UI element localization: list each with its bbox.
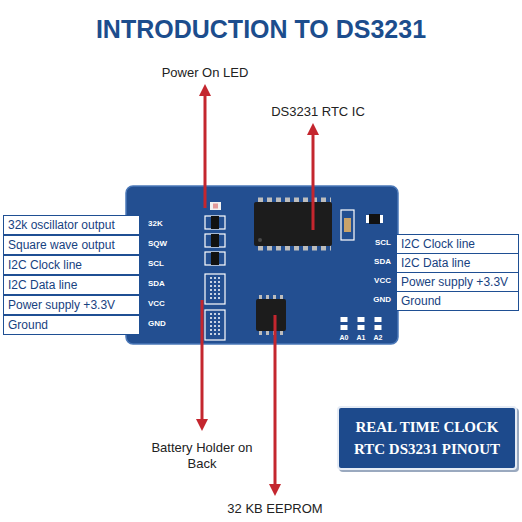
callout-arrow xyxy=(312,133,315,230)
resistor-symbol xyxy=(211,252,219,265)
callout-label: DS3231 RTC IC xyxy=(271,104,365,120)
box-text: Ground xyxy=(401,294,441,309)
led-lens xyxy=(213,204,218,209)
connector-pads xyxy=(218,313,220,337)
connector-pads xyxy=(210,277,212,301)
connector-pads xyxy=(210,313,212,337)
callout-arrow xyxy=(274,315,277,485)
connector-outline xyxy=(205,310,225,340)
resistor-outline xyxy=(205,234,225,247)
resistor-outline xyxy=(205,252,225,265)
box-text: Ground xyxy=(8,318,48,333)
pin-name: SDA xyxy=(148,279,165,289)
eeprom-chip xyxy=(256,299,286,331)
pin-description-box: I2C Data line xyxy=(3,275,140,295)
box-text: 32k oscillator output xyxy=(8,218,115,233)
address-pin-name: A0 xyxy=(340,334,349,342)
address-pad xyxy=(358,325,365,330)
led-body xyxy=(210,202,221,210)
box-text: Power supply +3.3V xyxy=(8,298,115,313)
callout-label: Battery Holder on Back xyxy=(150,440,254,472)
connector-pads xyxy=(218,277,220,301)
pin-description-box: Ground xyxy=(3,315,140,335)
arrow-head xyxy=(196,419,208,431)
resistor-symbol xyxy=(211,216,219,229)
pin-name: GND xyxy=(373,295,391,305)
callout-arrow xyxy=(201,300,204,420)
pin-name: SCL xyxy=(375,238,391,248)
title-badge: REAL TIME CLOCKRTC DS3231 PINOUT xyxy=(337,406,517,470)
connector-pads xyxy=(214,313,216,337)
callout-label: Power On LED xyxy=(162,65,249,81)
pin-description-box: 32k oscillator output xyxy=(3,215,140,235)
address-pad xyxy=(341,317,348,322)
capacitor-symbol xyxy=(344,218,351,232)
pin-description-box: I2C Clock line xyxy=(3,255,140,275)
resistor-symbol xyxy=(211,234,219,247)
pin-description-box: I2C Data line xyxy=(396,253,519,273)
pin1-mark xyxy=(258,238,262,242)
eeprom-pins xyxy=(259,295,285,299)
address-pad xyxy=(358,317,365,322)
capacitor-outline xyxy=(341,210,354,240)
callout-label: 32 KB EEPROM xyxy=(227,501,322,517)
pin-name: GND xyxy=(148,319,166,329)
pin-name: 32K xyxy=(148,219,163,229)
box-text: I2C Clock line xyxy=(8,258,82,273)
pin-name: SQW xyxy=(148,239,167,249)
pin-name: SCL xyxy=(148,259,164,269)
pin-name: VCC xyxy=(374,276,391,286)
circuit-board xyxy=(126,186,398,344)
component-pad xyxy=(380,215,383,223)
arrow-head xyxy=(199,84,211,96)
pin-name: VCC xyxy=(148,299,165,309)
address-pad xyxy=(375,317,382,322)
box-text: Power supply +3.3V xyxy=(401,275,508,290)
address-pad xyxy=(341,325,348,330)
address-pin-name: A2 xyxy=(374,334,383,342)
pin-description-box: I2C Clock line xyxy=(396,234,519,254)
box-text: I2C Data line xyxy=(401,256,470,271)
pin-description-box: Power supply +3.3V xyxy=(396,272,519,292)
eeprom-pins xyxy=(259,331,285,335)
pin-description-box: Square wave output xyxy=(3,235,140,255)
callout-arrow xyxy=(204,94,207,208)
pin-description-box: Ground xyxy=(396,291,519,311)
arrow-head xyxy=(307,123,319,135)
arrow-head xyxy=(269,484,281,496)
rtc-chip xyxy=(254,202,332,246)
ic-pins xyxy=(258,246,331,251)
component-pad xyxy=(366,215,369,223)
smd-component xyxy=(369,214,380,224)
ic-pins xyxy=(258,198,331,203)
address-pin-name: A1 xyxy=(357,334,366,342)
resistor-outline xyxy=(205,216,225,229)
address-pad xyxy=(375,325,382,330)
pin-description-box: Power supply +3.3V xyxy=(3,295,140,315)
connector-outline xyxy=(205,274,225,304)
diagram-title: INTRODUCTION TO DS3231 xyxy=(0,12,522,46)
box-text: REAL TIME CLOCK xyxy=(355,416,498,438)
box-text: I2C Data line xyxy=(8,278,77,293)
pin-name: SDA xyxy=(374,257,391,267)
box-text: RTC DS3231 PINOUT xyxy=(354,438,500,460)
connector-pads xyxy=(214,277,216,301)
box-text: Square wave output xyxy=(8,238,115,253)
box-text: I2C Clock line xyxy=(401,237,475,252)
